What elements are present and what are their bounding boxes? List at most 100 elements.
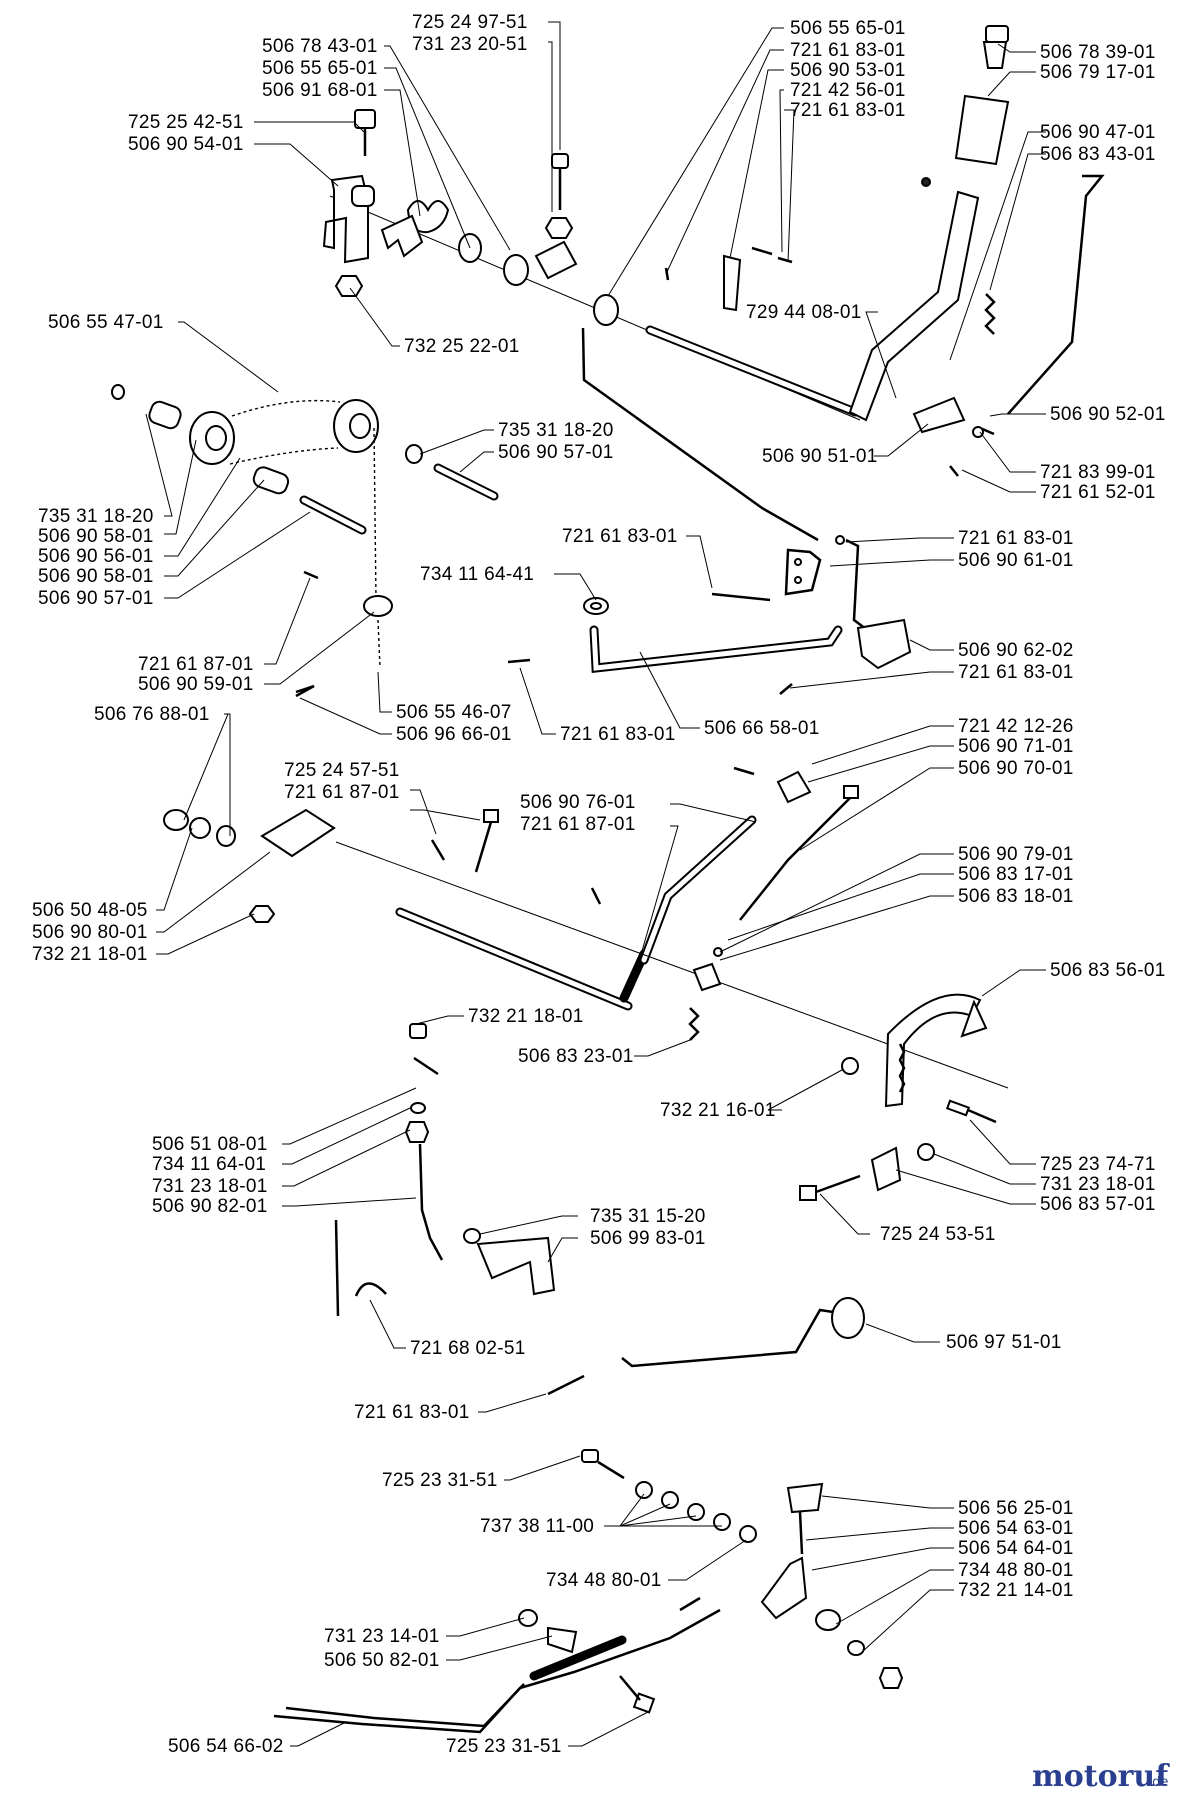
part-label: 506 90 70-01 [958, 758, 1074, 779]
part-label: 506 83 17-01 [958, 864, 1074, 885]
part-label: 732 21 18-01 [32, 944, 148, 965]
part-label: 721 61 83-01 [790, 40, 906, 61]
part-label: 506 55 65-01 [790, 18, 906, 39]
grip-part [954, 94, 1010, 166]
part-label: 731 23 18-01 [152, 1176, 268, 1197]
part-label: 506 66 58-01 [704, 718, 820, 739]
lever-arm-part [848, 190, 980, 422]
part-label: 732 21 18-01 [468, 1006, 584, 1027]
clevis-part [831, 1297, 865, 1339]
part-label: 506 90 62-02 [958, 640, 1074, 661]
bottom-assembly [273, 1449, 904, 1734]
bracket-part [260, 808, 336, 858]
part-label: 721 61 83-01 [958, 662, 1074, 683]
part-label: 735 31 18-20 [498, 420, 614, 441]
bolt-head-part [551, 153, 569, 169]
part-label: 506 90 56-01 [38, 546, 154, 567]
plate-part [856, 618, 912, 670]
part-label: 721 61 87-01 [520, 814, 636, 835]
part-label: 506 83 43-01 [1040, 144, 1156, 165]
part-label: 506 90 57-01 [498, 442, 614, 463]
part-label: 729 44 08-01 [746, 302, 862, 323]
part-label: 731 23 20-51 [412, 34, 528, 55]
part-label: 506 90 51-01 [762, 446, 878, 467]
bushing-part [593, 294, 619, 326]
part-label: 506 99 83-01 [590, 1228, 706, 1249]
part-label: 725 24 97-51 [412, 12, 528, 33]
part-label: 721 61 83-01 [560, 724, 676, 745]
part-label: 506 90 52-01 [1050, 404, 1166, 425]
part-label: 725 24 53-51 [880, 1224, 996, 1245]
part-label: 506 90 80-01 [32, 922, 148, 943]
watermark-text: motoruf [1032, 1759, 1170, 1794]
part-label: 506 90 47-01 [1040, 122, 1156, 143]
part-label: 506 78 39-01 [1040, 42, 1156, 63]
lower-left-linkage [334, 1023, 865, 1396]
part-label: 721 61 52-01 [1040, 482, 1156, 503]
part-label: 506 50 82-01 [324, 1650, 440, 1671]
part-label: 732 25 22-01 [404, 336, 520, 357]
part-label: 732 21 16-01 [660, 1100, 776, 1121]
part-label: 721 42 56-01 [790, 80, 906, 101]
part-label: 506 90 61-01 [958, 550, 1074, 571]
part-label: 506 54 66-02 [168, 1736, 284, 1757]
part-label: 506 55 47-01 [48, 312, 164, 333]
nut-part [334, 275, 364, 297]
part-label: 506 83 18-01 [958, 886, 1074, 907]
part-label: 506 90 71-01 [958, 736, 1074, 757]
part-label: 734 48 80-01 [958, 1560, 1074, 1581]
clamp-part [534, 240, 578, 280]
spring-part [776, 770, 812, 804]
part-label: 731 23 14-01 [324, 1626, 440, 1647]
lever-arm-part [760, 1556, 808, 1620]
clamp-part [547, 1626, 578, 1654]
part-label: 506 90 58-01 [38, 566, 154, 587]
part-label: 506 90 79-01 [958, 844, 1074, 865]
part-label: 506 90 58-01 [38, 526, 154, 547]
part-label: 737 38 11-00 [480, 1516, 594, 1537]
pivot-plate-part [784, 548, 822, 596]
part-label: 732 21 14-01 [958, 1580, 1074, 1601]
part-label: 506 54 64-01 [958, 1538, 1074, 1559]
part-label: 725 25 42-51 [128, 112, 244, 133]
part-label: 506 90 76-01 [520, 792, 636, 813]
part-label: 735 31 18-20 [38, 506, 154, 527]
part-label: 506 91 68-01 [262, 80, 378, 101]
part-label: 725 23 31-51 [446, 1736, 562, 1757]
part-label: 506 90 82-01 [152, 1196, 268, 1217]
part-label: 506 55 46-07 [396, 702, 512, 723]
rod-part [1007, 174, 1105, 415]
part-label: 506 96 66-01 [396, 724, 512, 745]
part-label: 506 97 51-01 [946, 1332, 1062, 1353]
part-label: 506 79 17-01 [1040, 62, 1156, 83]
part-label: 506 50 48-05 [32, 900, 148, 921]
part-label: 725 23 74-71 [1040, 1154, 1156, 1175]
part-label: 721 83 99-01 [1040, 462, 1156, 483]
bushing-part [351, 185, 375, 207]
spring-clip-part [380, 214, 424, 258]
part-label: 721 61 83-01 [562, 526, 678, 547]
part-label: 506 90 57-01 [38, 588, 154, 609]
part-label: 721 61 83-01 [790, 100, 906, 121]
link-rod-part [845, 538, 871, 633]
nut-part [544, 217, 574, 239]
part-label: 725 24 57-51 [284, 760, 400, 781]
part-label: 721 61 87-01 [284, 782, 400, 803]
part-label: 506 51 08-01 [152, 1134, 268, 1155]
watermark-logo: motoruf .de [1032, 1759, 1170, 1794]
part-label: 735 31 15-20 [590, 1206, 706, 1227]
part-label: 734 11 64-41 [420, 564, 534, 585]
part-label: 721 61 83-01 [958, 528, 1074, 549]
part-label: 734 11 64-01 [152, 1154, 266, 1175]
watermark-suffix: .de [1148, 1775, 1168, 1790]
clamp-part [870, 1146, 902, 1192]
plate-part [476, 1236, 556, 1296]
part-label: 721 61 83-01 [354, 1402, 470, 1423]
part-label: 506 56 25-01 [958, 1498, 1074, 1519]
part-label: 506 76 88-01 [94, 704, 210, 725]
pulley-assembly [111, 384, 499, 698]
part-label: 721 68 02-51 [410, 1338, 526, 1359]
part-number-labels: 725 24 97-51 731 23 20-51 506 78 43-01 5… [32, 12, 1166, 1757]
ratchet-assembly [799, 993, 997, 1201]
